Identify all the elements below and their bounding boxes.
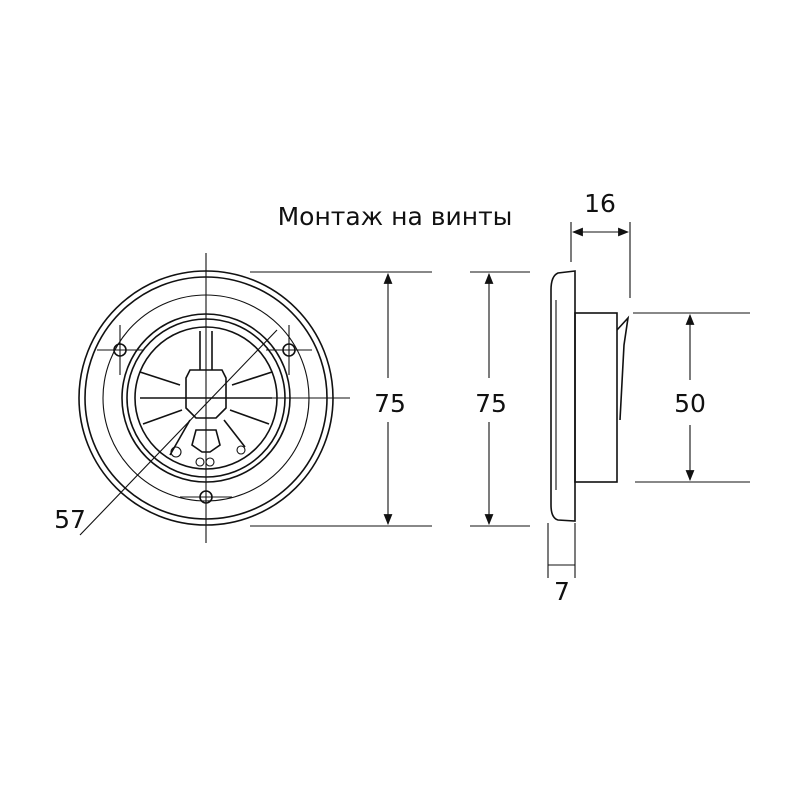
dim-75-side-label: 75 <box>475 389 507 418</box>
front-height-dimension: 75 <box>250 271 432 527</box>
center-hub <box>185 369 227 419</box>
dim-16-label: 16 <box>584 189 616 218</box>
diameter-leader <box>79 329 278 536</box>
center-lines <box>97 253 350 543</box>
front-view: 57 <box>54 253 350 543</box>
drawing-title: Монтаж на винты <box>278 202 513 231</box>
dim-7-label: 7 <box>554 577 570 606</box>
overall-height-dimension: 75 <box>470 271 530 527</box>
side-view: 16 50 7 <box>547 189 750 606</box>
dim-75-front-label: 75 <box>374 389 406 418</box>
dim-50-label: 50 <box>674 389 706 418</box>
dim-57-label: 57 <box>54 505 86 534</box>
